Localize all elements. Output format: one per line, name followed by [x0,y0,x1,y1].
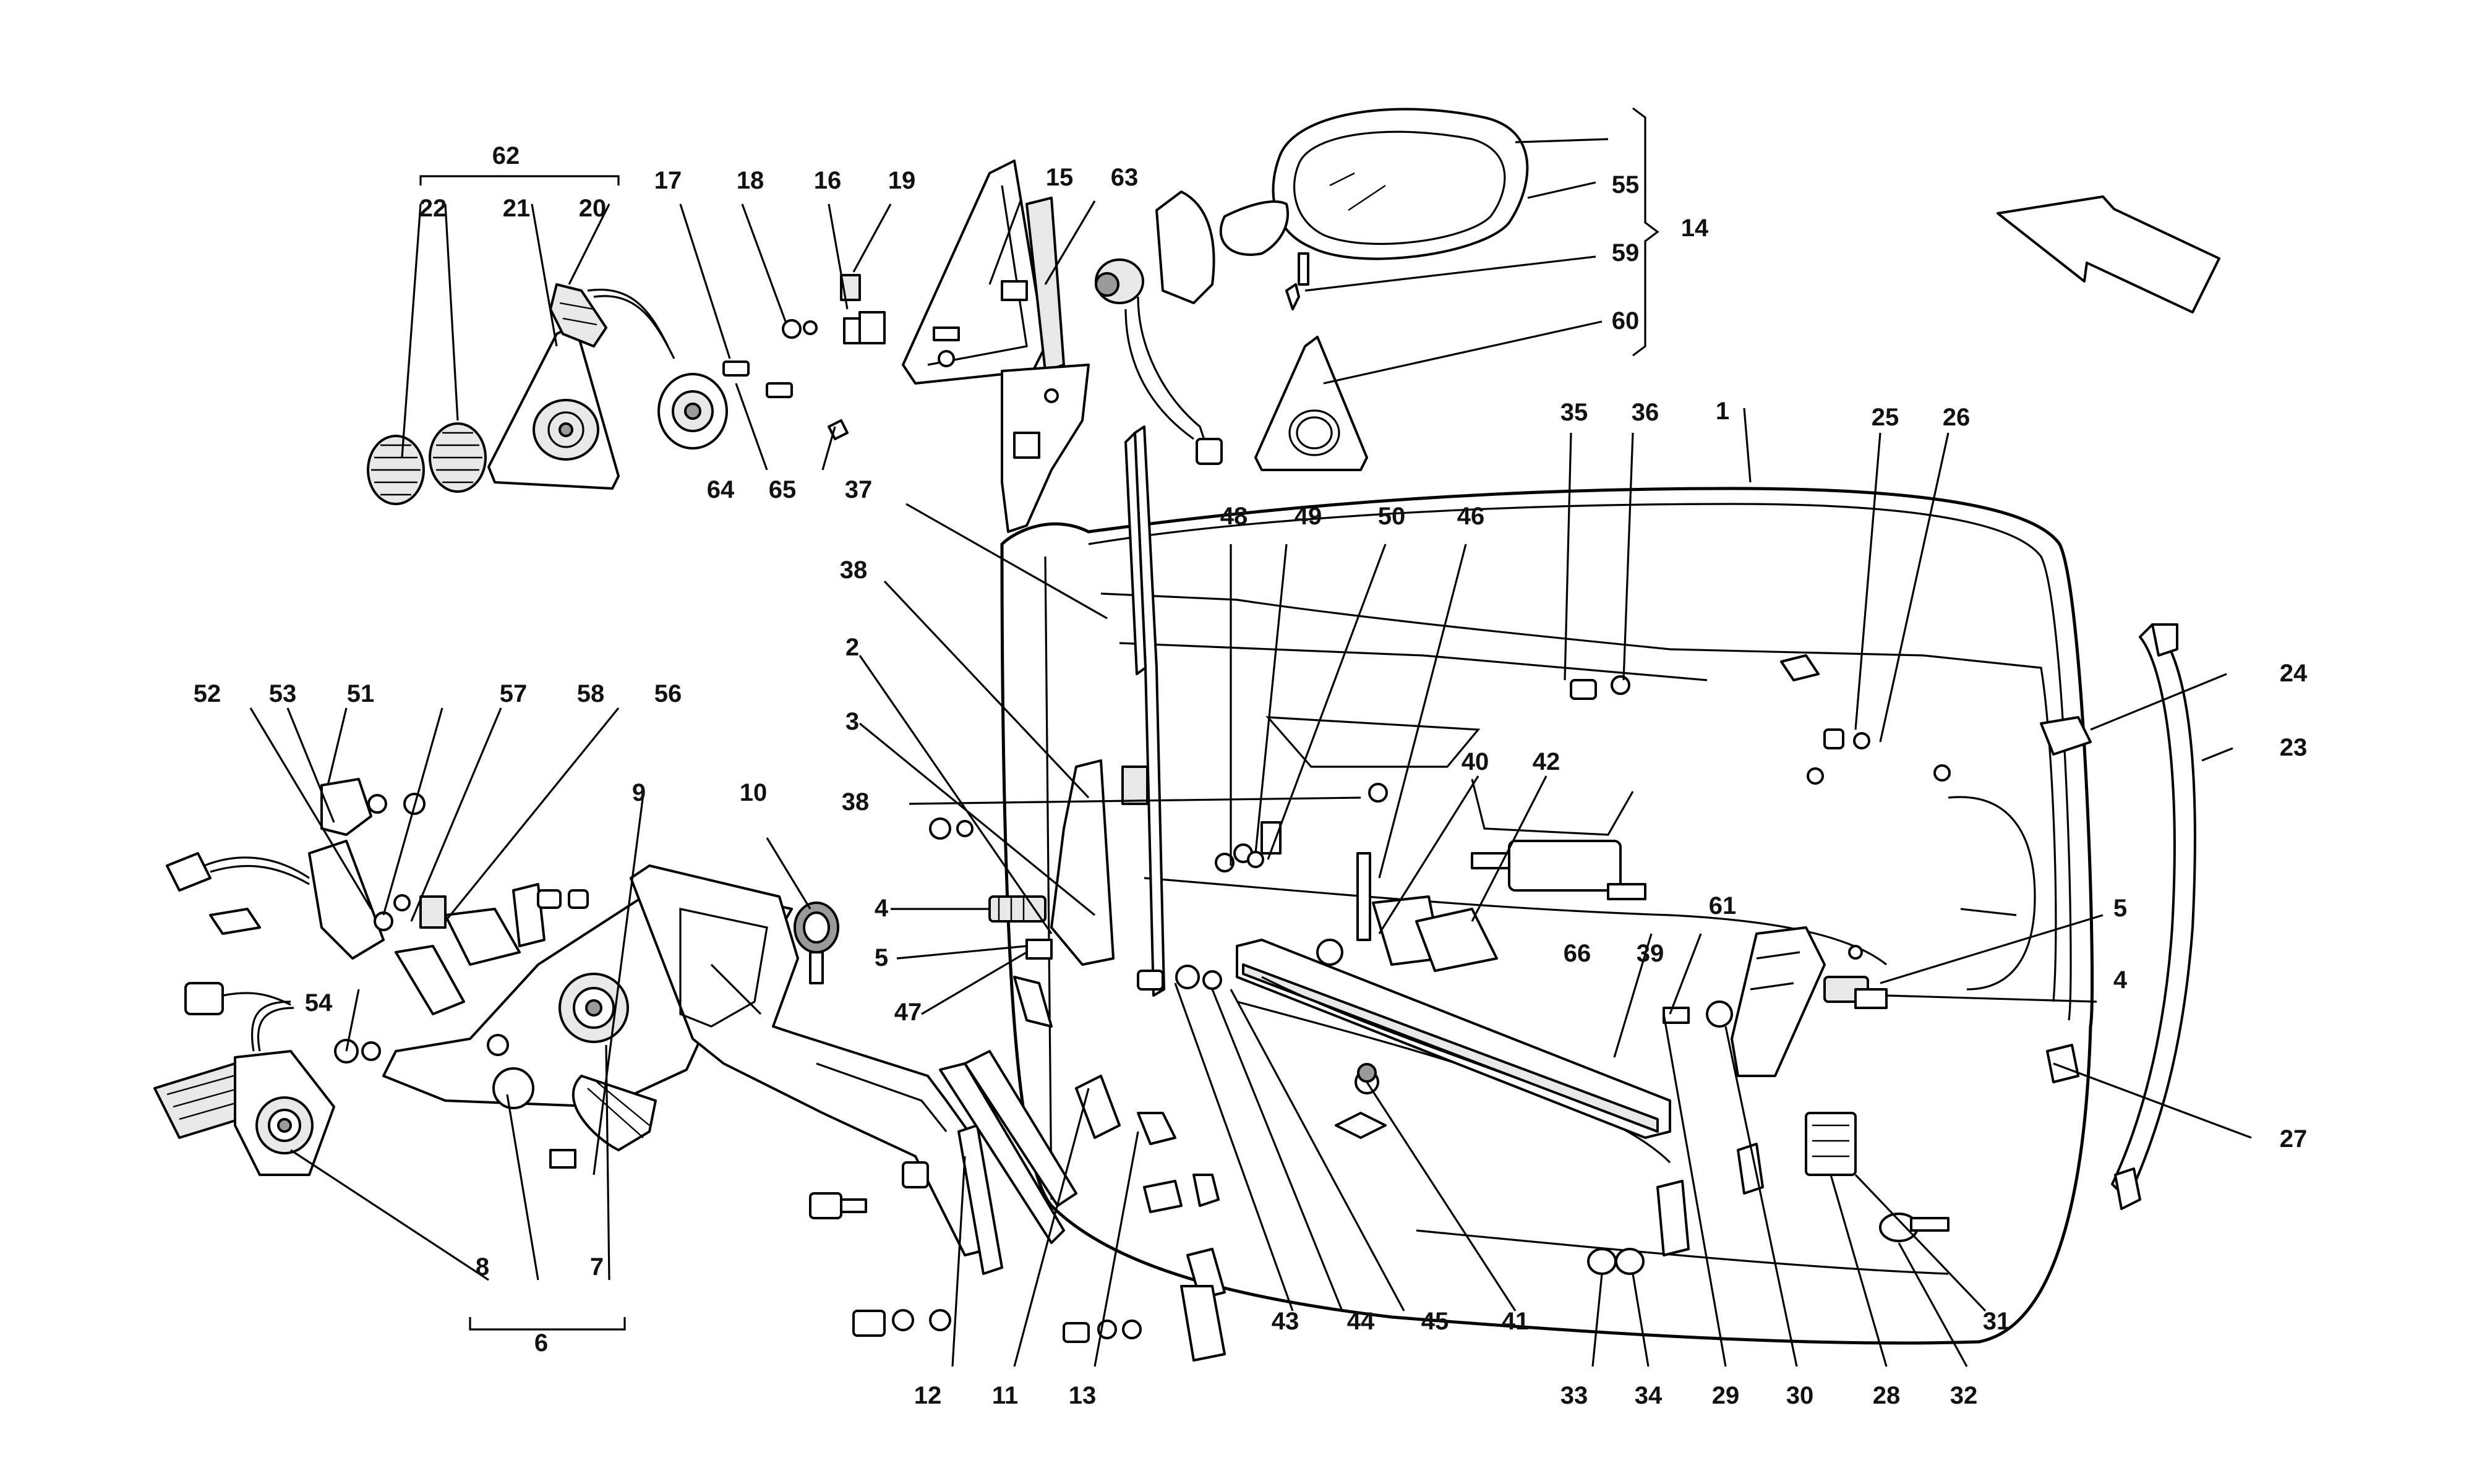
callout-37: 37 [845,476,873,503]
callout-21: 21 [503,195,531,222]
callout-26: 26 [1943,404,1971,431]
callout-38-lower: 38 [842,788,870,816]
callout-labels: 62 22 21 20 17 18 16 19 15 63 55 14 59 6… [194,142,2308,1409]
callout-22: 22 [419,195,447,222]
callout-38-upper: 38 [840,556,868,584]
callout-23: 23 [2280,734,2308,761]
callout-29: 29 [1712,1382,1740,1409]
upper-door-fasteners [1570,654,2092,1083]
direction-arrow-icon [1997,195,2220,313]
callout-15: 15 [1046,164,1074,191]
callout-24: 24 [2280,660,2308,687]
callout-2: 2 [845,634,859,661]
window-lower-rail [1236,939,1671,1139]
mirror-triangle-bracket [902,160,1065,385]
callout-64: 64 [707,476,735,503]
callout-4-right: 4 [2113,966,2128,994]
mirror-gasket [1254,336,1368,471]
callout-18: 18 [737,167,764,194]
callout-60: 60 [1612,307,1640,335]
callout-34: 34 [1635,1382,1663,1409]
callout-55: 55 [1612,171,1640,198]
callout-8: 8 [476,1253,489,1281]
callout-66: 66 [1564,940,1591,967]
callout-57: 57 [500,680,528,707]
callout-27: 27 [2280,1125,2308,1153]
callout-14: 14 [1681,215,1709,242]
mirror-bracket-plate [1001,364,1090,533]
glass-run-channel [1121,425,1165,997]
callout-35: 35 [1560,399,1588,426]
regulator-roller [794,902,839,984]
callout-47: 47 [894,999,922,1026]
callout-5-right: 5 [2113,895,2127,922]
callout-53: 53 [269,680,297,707]
rail-fasteners [1137,851,1264,991]
callout-45: 45 [1421,1308,1449,1335]
window-regulator [382,864,1077,1275]
callout-11: 11 [992,1382,1018,1409]
callout-65: 65 [769,476,797,503]
callout-31: 31 [1983,1308,2011,1335]
inner-door-handle-bracket [1233,821,1646,972]
regulator-bolts [334,889,951,1337]
speaker-assembly [367,175,728,505]
callout-49: 49 [1295,503,1322,530]
callout-63: 63 [1111,164,1139,191]
callout-58: 58 [577,680,605,707]
callout-62: 62 [492,142,520,169]
callout-44: 44 [1347,1308,1375,1335]
rear-view-mirror [1095,108,1529,465]
callout-51: 51 [347,680,375,707]
callout-50: 50 [1378,503,1406,530]
door-lock-mechanism [1656,926,1888,1256]
door-panel [1000,487,2094,1345]
door-seal-strip [2111,623,2196,1210]
callout-52: 52 [194,680,221,707]
callout-7: 7 [590,1253,604,1281]
callout-4-left: 4 [875,895,889,922]
callout-40: 40 [1462,748,1489,775]
callout-12: 12 [914,1382,942,1409]
callout-10: 10 [740,779,768,806]
callout-3: 3 [845,708,859,735]
callout-54: 54 [305,989,333,1017]
callout-13: 13 [1069,1382,1097,1409]
callout-61: 61 [1709,892,1737,919]
callout-6: 6 [534,1329,548,1357]
lower-door-fasteners [1587,1213,1950,1275]
callout-42: 42 [1533,748,1560,775]
callout-59: 59 [1612,239,1640,267]
mirror-fasteners [722,274,1028,440]
window-motor [153,982,335,1176]
callout-46: 46 [1457,503,1485,530]
regulator-wiring-harness [166,778,447,960]
callout-36: 36 [1632,399,1659,426]
leader-lines [249,107,2252,1367]
callout-28: 28 [1873,1382,1901,1409]
callout-20: 20 [579,195,607,222]
callout-48: 48 [1220,503,1248,530]
callout-30: 30 [1786,1382,1814,1409]
callout-39: 39 [1637,940,1664,967]
callout-19: 19 [888,167,916,194]
callout-25: 25 [1872,404,1899,431]
callout-56: 56 [654,680,682,707]
callout-41: 41 [1502,1308,1530,1335]
callout-9: 9 [632,779,646,806]
glass-guide-bracket [929,759,1115,1028]
callout-43: 43 [1272,1308,1299,1335]
callout-17: 17 [654,167,682,194]
callout-1: 1 [1716,398,1729,425]
callout-16: 16 [814,167,842,194]
callout-32: 32 [1950,1382,1978,1409]
callout-5-left: 5 [875,944,888,971]
callout-33: 33 [1560,1382,1588,1409]
